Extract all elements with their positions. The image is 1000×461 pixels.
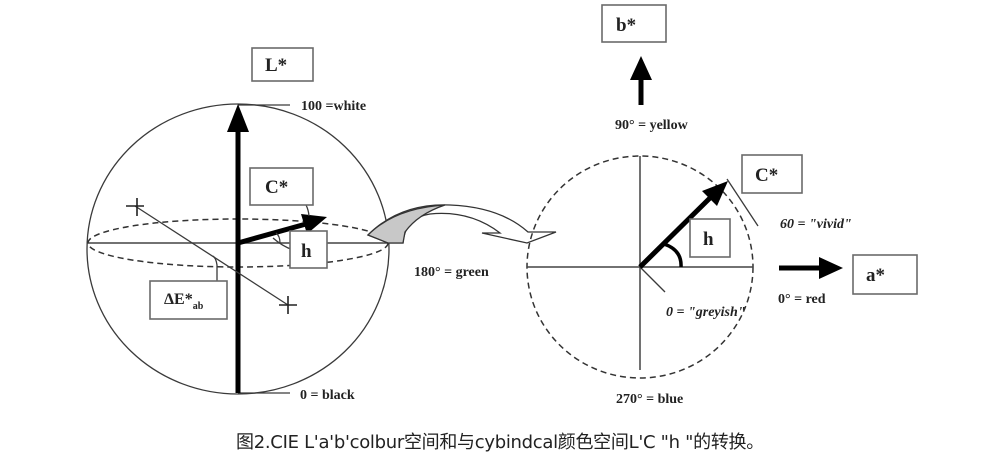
hue-angle-arc-right xyxy=(663,242,683,268)
color-point-2-icon xyxy=(279,296,297,314)
hue-chroma-arrowhead-icon xyxy=(702,181,728,206)
a-axis-arrowhead-icon xyxy=(819,257,843,279)
lightness-arrowhead-icon xyxy=(227,104,249,132)
label-0-red: 0° = red xyxy=(778,292,826,307)
chroma-max-tick xyxy=(726,178,759,227)
delta-e-label-box xyxy=(149,280,228,320)
lightness-label-box xyxy=(251,47,314,82)
lab-sphere: L* C* h ΔE*ab 100 =white 0 = black xyxy=(86,47,390,403)
delta-e-label: ΔE*ab xyxy=(164,291,204,312)
delta-e-line xyxy=(134,205,289,306)
a-axis-label-box xyxy=(852,254,918,295)
lightness-label: L* xyxy=(265,55,287,76)
hue-angle-arc xyxy=(275,232,281,244)
black-label: 0 = black xyxy=(300,388,355,403)
hue-label: h xyxy=(301,241,312,262)
transition-arrow xyxy=(366,204,557,244)
delta-e-leader xyxy=(212,255,218,290)
transition-arrow-shaded-tail xyxy=(366,204,446,244)
hue-label-box xyxy=(289,230,328,269)
label-180-green: 180° = green xyxy=(414,265,489,280)
b-axis-label: b* xyxy=(616,15,636,36)
chroma-label-box-right xyxy=(741,154,803,194)
chroma-label-right: C* xyxy=(755,165,778,186)
hue-label-box-right xyxy=(689,218,731,258)
hue-chroma-vector xyxy=(638,193,715,269)
figure-caption: 图2.CIE L'a'b'colbur空间和与cybindcal颜色空间L'C … xyxy=(236,432,764,453)
chroma-arrowhead-icon xyxy=(301,214,327,234)
white-label: 100 =white xyxy=(301,99,366,114)
label-0-greyish: 0 = "greyish" xyxy=(666,305,746,320)
label-270-blue: 270° = blue xyxy=(616,392,683,407)
label-90-yellow: 90° = yellow xyxy=(615,118,689,133)
chroma-label: C* xyxy=(265,177,288,198)
b-axis-label-box xyxy=(601,4,667,43)
a-axis-label: a* xyxy=(866,265,885,286)
chroma-label-box xyxy=(249,167,314,206)
lch-hue-circle: h C* b* a* 90° = yellow 180° = green 270… xyxy=(414,4,918,407)
label-60-vivid: 60 = "vivid" xyxy=(780,217,852,232)
chroma-vector xyxy=(237,221,307,246)
hue-label-right: h xyxy=(703,229,714,250)
chroma-range-line xyxy=(639,266,666,293)
b-axis-arrowhead-icon xyxy=(630,56,652,80)
color-point-1-icon xyxy=(126,198,144,216)
